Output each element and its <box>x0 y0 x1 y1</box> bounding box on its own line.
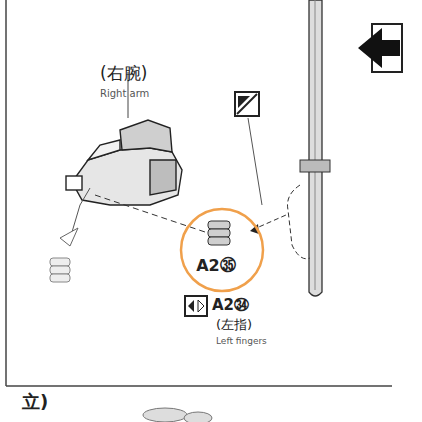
callout-number: A2㉟ <box>196 256 236 275</box>
part-name-en: Right arm <box>100 88 149 99</box>
alternate-part-icon <box>184 295 208 317</box>
part-name-jp: (右腕) <box>100 64 147 83</box>
section-title-fragment: 立) <box>22 392 48 412</box>
part-name-jp: (左指) <box>216 318 252 332</box>
highlight-circle: A2㉟ <box>179 207 265 293</box>
callout-number: A2㉞ <box>212 297 249 314</box>
circle-outline <box>179 207 265 293</box>
part-name-en: Left fingers <box>216 337 267 347</box>
